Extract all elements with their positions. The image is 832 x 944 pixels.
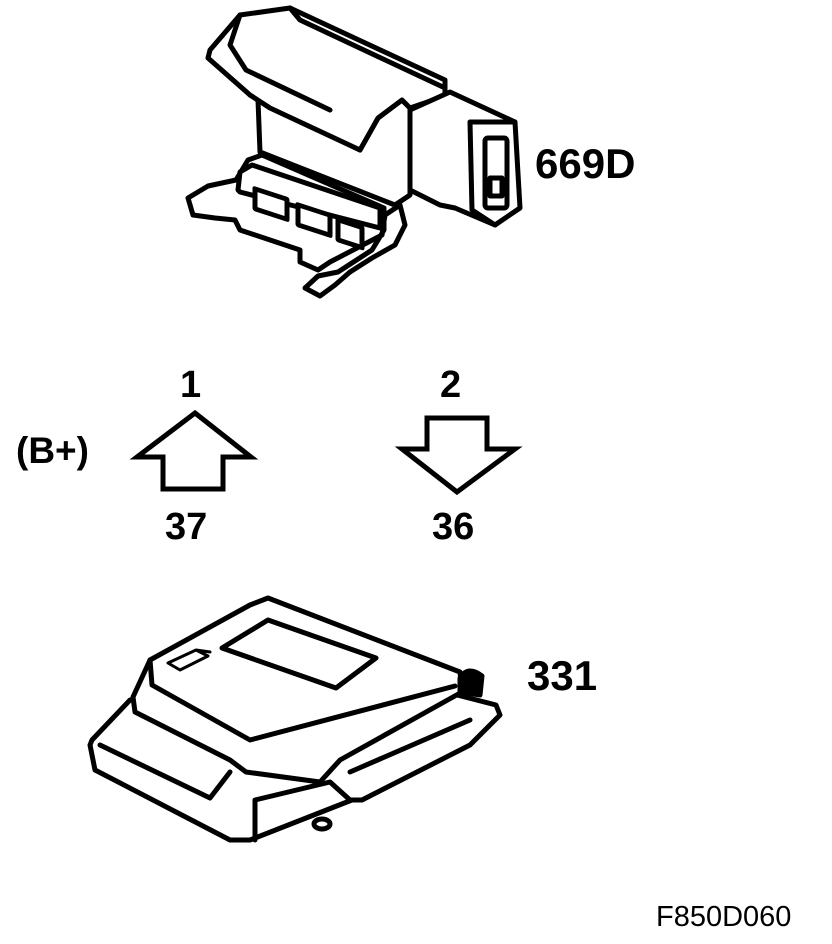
down-arrow-top-number: 2 (440, 364, 462, 406)
supply-label: (B+) (16, 430, 89, 471)
module-side-bump (457, 668, 485, 698)
sensor-part-number: 669D (535, 140, 636, 187)
module-label-window (219, 617, 379, 691)
sensor-terminal-rail (235, 162, 383, 231)
module-arrow-marking (166, 648, 212, 672)
module-housing (130, 595, 465, 785)
module-front-step (97, 717, 473, 843)
sensor-cover-edge (287, 5, 448, 91)
module-top-face (147, 657, 458, 743)
control-module-part-number: 331 (527, 652, 598, 699)
up-arrow-top-number: 1 (180, 364, 202, 406)
sensor-cover-ridge (227, 12, 333, 113)
sensor-669d-drawing (185, 5, 523, 299)
arrow-up-icon (129, 409, 259, 492)
sensor-terminal-1 (252, 186, 290, 222)
sensor-connector-face (467, 119, 518, 228)
sensor-terminal-2 (295, 202, 333, 238)
sensor-terminal-3 (335, 217, 365, 251)
arrow-down-icon (394, 415, 523, 496)
control-module-331-drawing (87, 595, 503, 843)
down-arrow-bottom-number: 36 (432, 506, 475, 548)
up-arrow-bottom-number: 37 (165, 506, 208, 548)
module-mounting-hole (311, 816, 333, 832)
sensor-connector-pin (487, 175, 505, 199)
figure-reference: F850D060 (656, 901, 792, 933)
